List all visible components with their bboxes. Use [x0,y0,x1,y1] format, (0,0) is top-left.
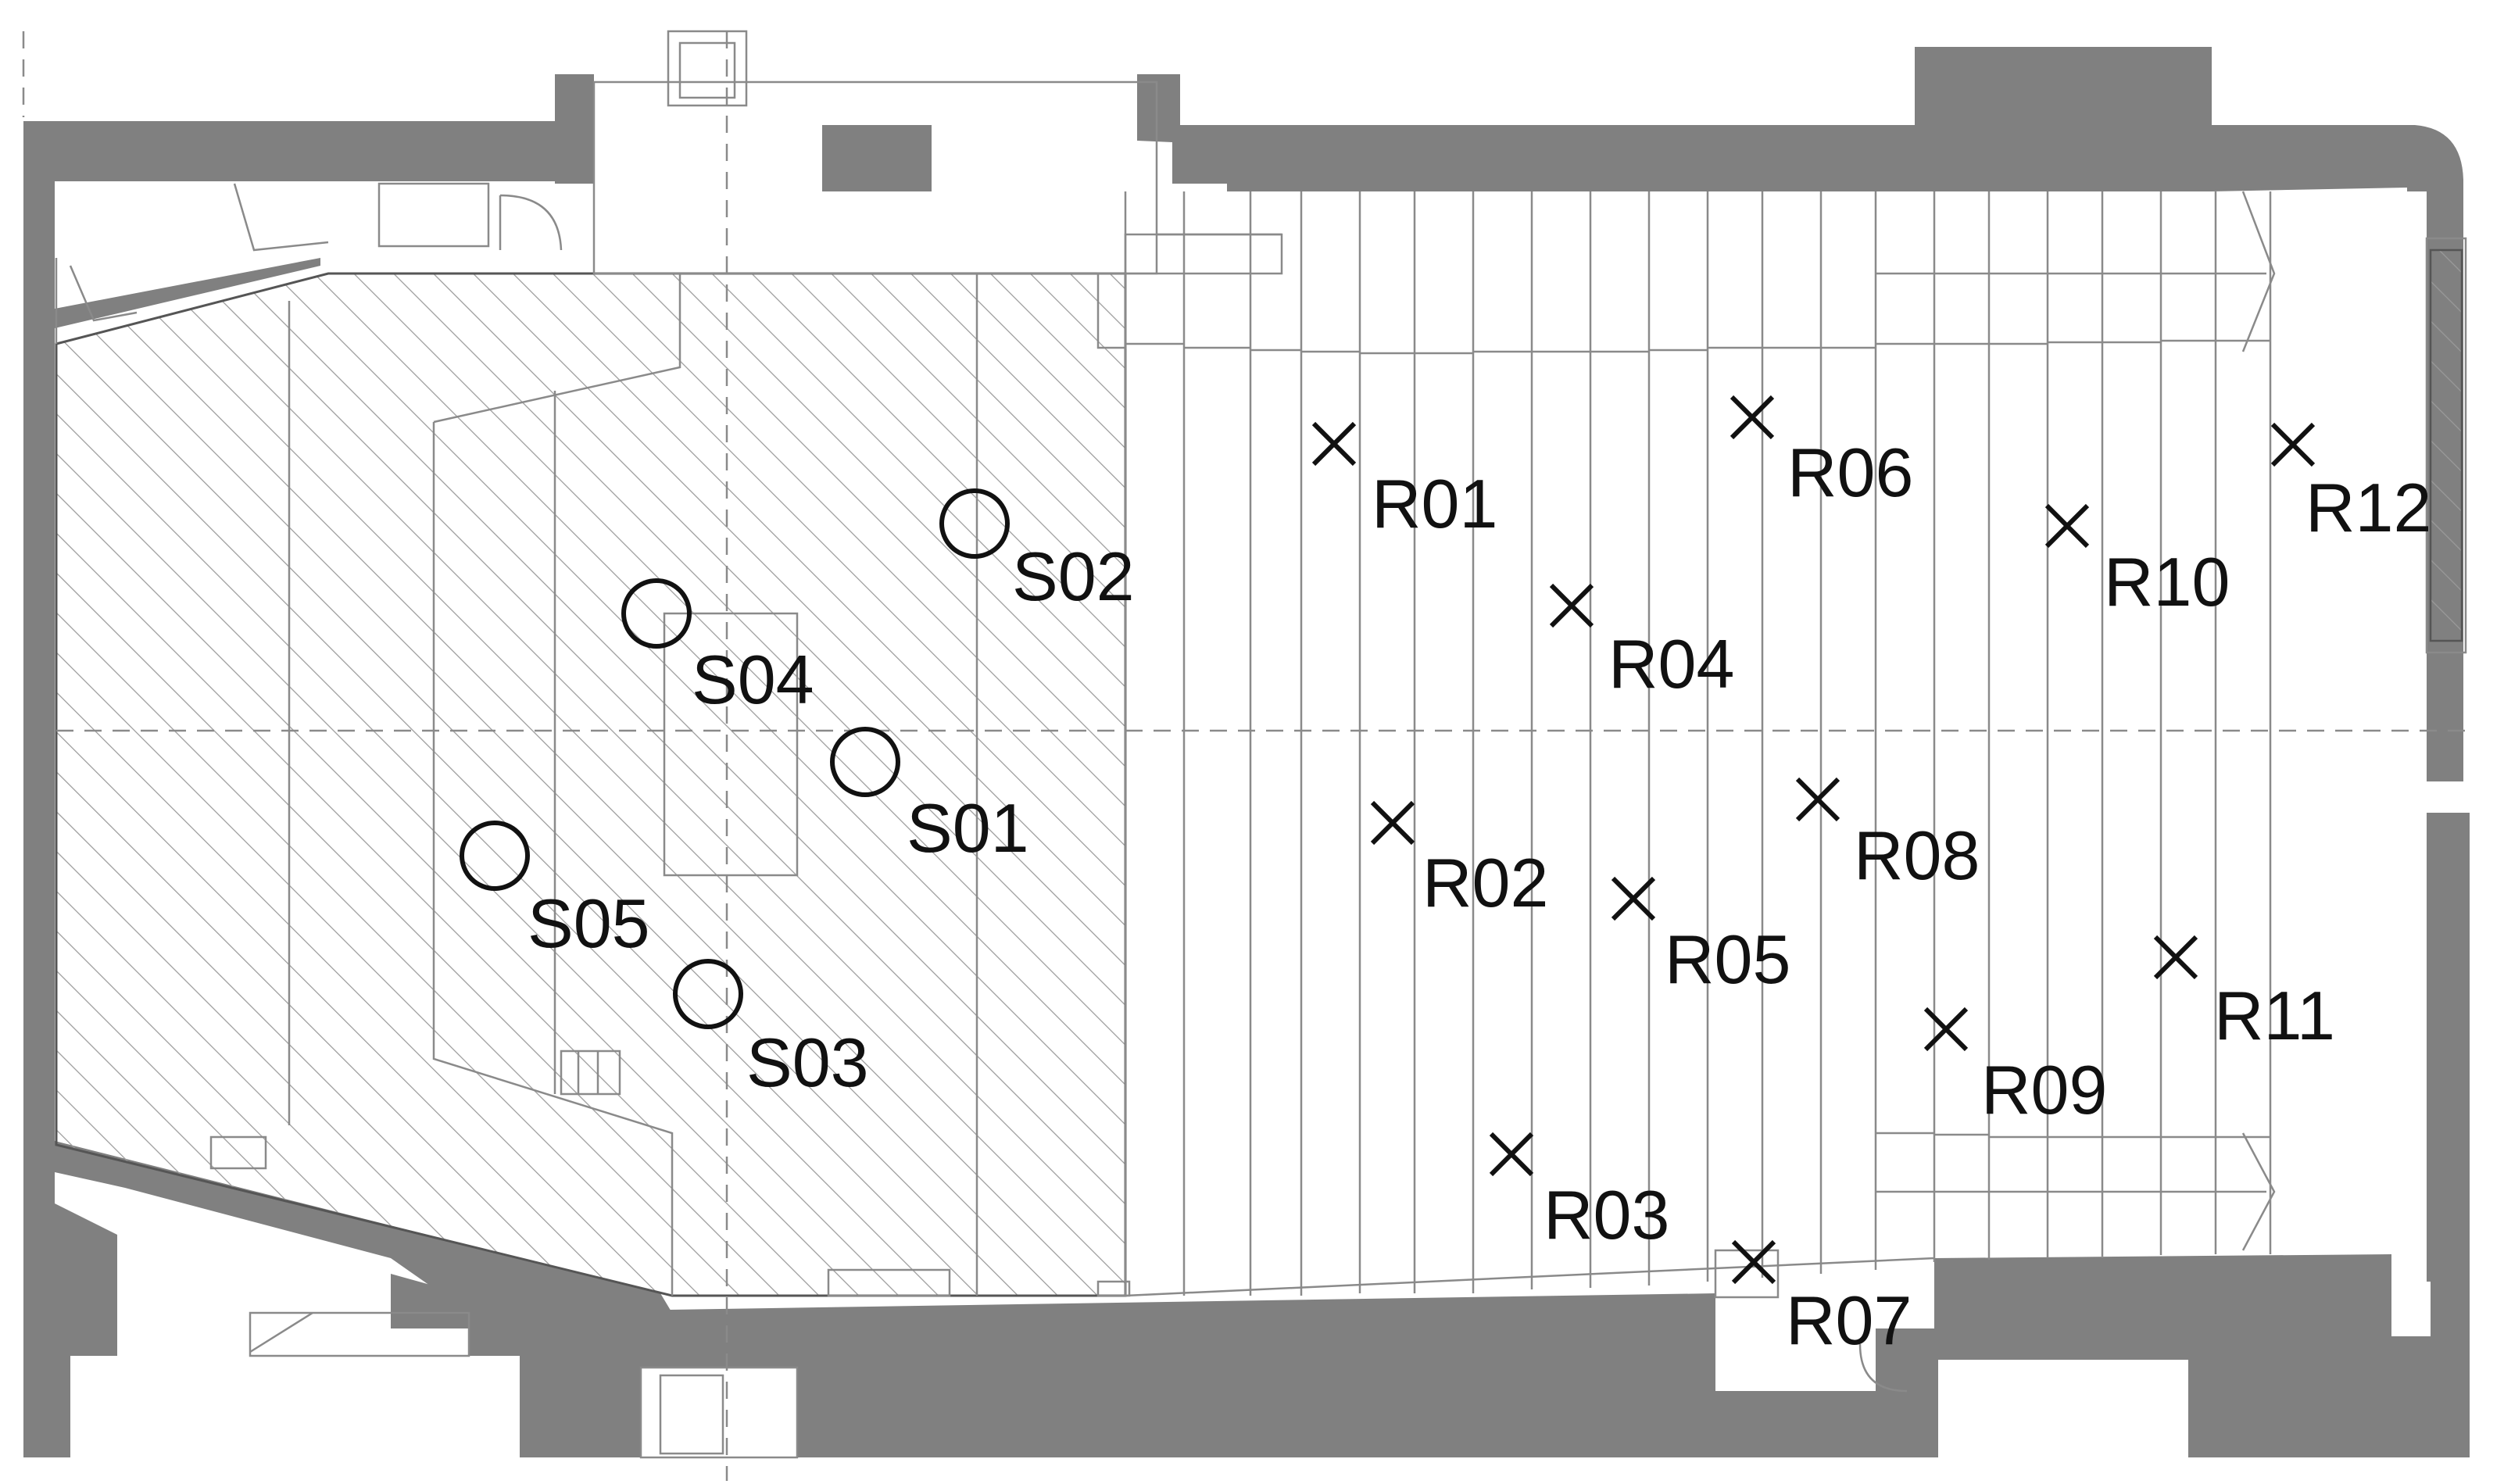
source-marker-s01 [830,727,900,797]
receiver-label-r11: R11 [2214,977,2335,1054]
receiver-marker-r02 [1370,800,1415,846]
receiver-label-r06: R06 [1787,434,1913,511]
receiver-label-r09: R09 [1981,1051,2107,1128]
source-label-s03: S03 [746,1024,869,1101]
receiver-label-r07: R07 [1786,1282,1912,1359]
receiver-label-r12: R12 [2305,469,2431,546]
receiver-marker-r06 [1730,395,1775,440]
receiver-label-r01: R01 [1372,465,1497,542]
source-label-s02: S02 [1012,538,1135,615]
walls [23,47,2470,1457]
source-label-s05: S05 [528,885,650,962]
receiver-label-r03: R03 [1544,1176,1669,1253]
seating-rows [1124,191,2272,1296]
receiver-marker-r03 [1489,1132,1534,1177]
receiver-marker-r04 [1549,583,1594,628]
receiver-marker-r12 [2270,422,2316,467]
receiver-marker-r01 [1311,421,1357,467]
source-marker-s04 [621,578,692,649]
plan-linework [22,30,2470,1481]
receiver-marker-r10 [2044,503,2090,549]
receiver-label-r02: R02 [1422,844,1548,921]
receiver-label-r10: R10 [2104,543,2230,620]
receiver-label-r04: R04 [1608,625,1734,703]
receiver-label-r08: R08 [1854,817,1980,894]
source-marker-s02 [939,488,1010,559]
source-marker-s05 [460,821,530,891]
receiver-marker-r09 [1923,1007,1969,1052]
source-label-s04: S04 [692,641,814,718]
receiver-marker-r05 [1611,876,1656,921]
receiver-label-r05: R05 [1665,921,1790,998]
stage-area [55,272,1127,1297]
receiver-marker-r11 [2153,935,2198,980]
receiver-marker-r07 [1731,1239,1776,1285]
source-marker-s03 [673,959,743,1029]
receiver-marker-r08 [1795,777,1840,822]
source-label-s01: S01 [907,789,1029,867]
